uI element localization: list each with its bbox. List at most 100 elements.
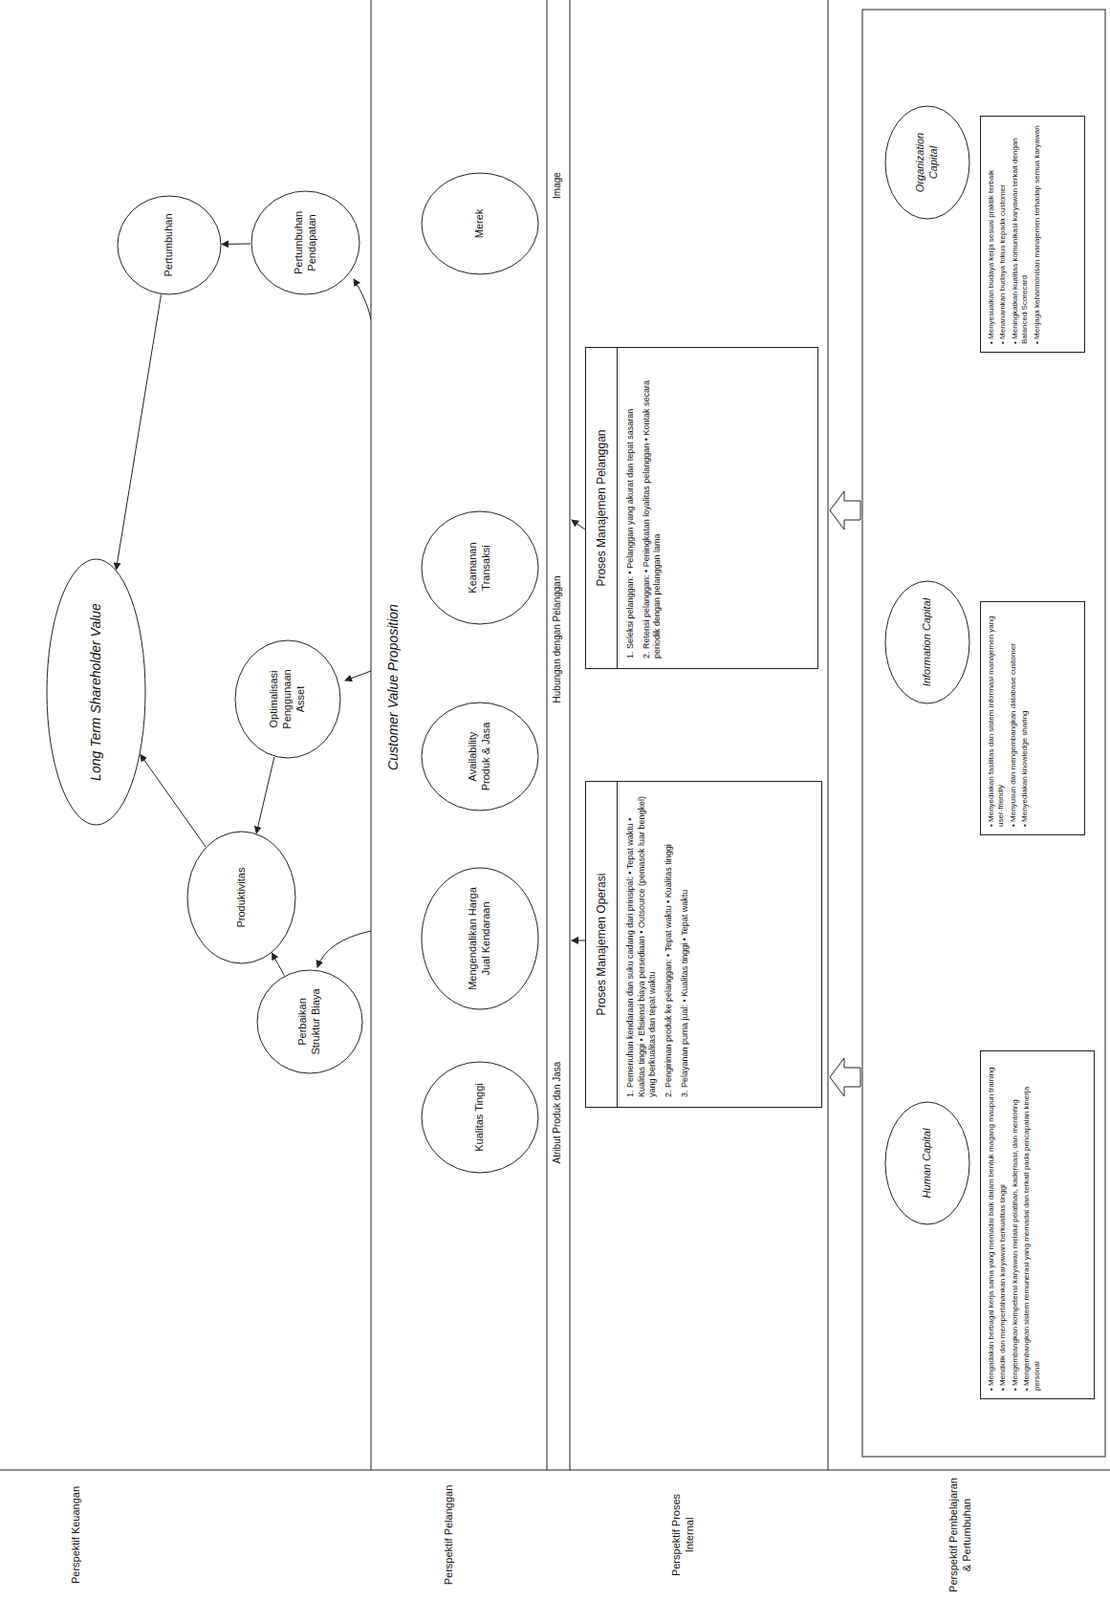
ellipse-shape <box>251 191 360 295</box>
goal-ellipse: Keamanan Transaksi <box>420 510 540 626</box>
support-arrow <box>571 520 586 530</box>
ellipse-shape <box>421 868 539 1010</box>
initiative-box: • Mengadakan berbagai kerja sama yang me… <box>979 1050 1095 1400</box>
initiative-item: • Menyediakan knowledge sharing <box>1020 609 1030 828</box>
goal-label: Keamanan Transaksi <box>466 526 494 610</box>
ellipse-shape <box>257 970 363 1074</box>
ellipse-shape <box>117 195 221 295</box>
ellipse-text: Perbaikan Struktur Biaya <box>296 983 324 1060</box>
ellipse-shape <box>421 173 539 275</box>
perspective-label: Perspektif Keuangan <box>68 1478 83 1593</box>
ellipse-shape <box>885 1102 970 1225</box>
ellipse-shape <box>235 640 341 759</box>
strategy-connector <box>116 294 162 569</box>
goal-label: Perbaikan Struktur Biaya <box>296 983 324 1060</box>
band-label: Atribut Produk dan Jasa <box>550 1026 564 1199</box>
initiative-item: • Menyesuaikan budaya kerja sesuai prakt… <box>986 124 997 345</box>
ellipse-shape <box>885 106 970 219</box>
process-item: 2. Pengiriman produk ke pelanggan: • Tep… <box>663 782 675 1108</box>
ellipse-shape <box>421 702 539 811</box>
process-item: 2. Retensi pelanggan: • Peningkatan loya… <box>641 348 664 669</box>
ellipse-shape <box>421 511 539 625</box>
ellipse-shape <box>885 581 970 704</box>
process-box: Proses Manajemen Operasi1. Pemenuhan ken… <box>585 781 823 1109</box>
goal-ellipse: Pertumbuhan <box>116 195 222 296</box>
initiative-item: • Mengadakan berbagai kerja sama yang me… <box>986 1059 997 1392</box>
strategy-connector <box>221 243 251 246</box>
goal-ellipse: Pertumbuhan Pendapatan <box>250 190 361 296</box>
goal-label: Human Capital <box>920 1118 935 1209</box>
process-item: 3. Pelayanan purna jual: • Kualitas ting… <box>679 782 692 1108</box>
goal-ellipse: Perbaikan Struktur Biaya <box>256 969 364 1075</box>
block-arrow <box>829 491 861 530</box>
goal-label: Long Term Shareholder Value <box>87 595 106 789</box>
process-heading: Proses Manajemen Pelanggan <box>586 348 618 669</box>
goal-ellipse: Kualitas Tinggi <box>420 1061 540 1175</box>
goal-ellipse: Human Capital <box>884 1101 971 1226</box>
ellipse-text: Kualitas Tinggi <box>473 1077 487 1159</box>
strategy-connector <box>140 755 206 848</box>
goal-label: Kualitas Tinggi <box>473 1077 487 1159</box>
goal-label: Availability Produk & Jasa <box>466 717 494 797</box>
process-heading: Proses Manajemen Operasi <box>586 782 618 1108</box>
initiative-item: • Mengembangkan sistem remunerasi yang m… <box>1022 1059 1043 1392</box>
goal-ellipse: Mengendalikan Harga Jual Kendaraan <box>420 867 540 1011</box>
initiative-box: • Menyediakan fasilitas dan sistem infor… <box>979 601 1086 836</box>
goal-ellipse: Optimalisasi Penggunaan Asset <box>234 639 342 760</box>
band-label: Image <box>550 152 564 219</box>
band-heading: Customer Value Proposition <box>384 539 402 836</box>
goal-label: Pertumbuhan Pendapatan <box>292 204 320 281</box>
goal-label: Merek <box>473 186 487 262</box>
ellipse-text: Mengendalikan Harga Jual Kendaraan <box>466 887 494 991</box>
initiative-box: • Menyesuaikan budaya kerja sesuai prakt… <box>979 115 1086 353</box>
ellipse-text: Availability Produk & Jasa <box>466 717 494 797</box>
band-line <box>827 0 829 1471</box>
ellipse-shape <box>46 559 146 826</box>
strategy-connector <box>272 953 285 976</box>
process-item: 1. Pemenuhan kendaraan dan suku cadang d… <box>625 782 659 1108</box>
ellipse-shape <box>187 831 296 964</box>
ellipse-text: Merek <box>473 186 487 262</box>
band-line <box>370 0 372 1471</box>
process-box: Proses Manajemen Pelanggan 1. Seleksi pel… <box>585 347 819 670</box>
goal-label: Produktivitas <box>235 849 249 947</box>
ellipse-text: Human Capital <box>920 1118 935 1209</box>
learning-frame <box>862 9 1106 1458</box>
support-arrow <box>571 940 586 942</box>
initiative-item: • Menyusun dan mengembangkan database cu… <box>1008 609 1019 828</box>
ellipse-shape <box>421 1062 539 1174</box>
ellipse-text: Long Term Shareholder Value <box>87 595 106 789</box>
block-arrow <box>829 1058 861 1097</box>
goal-label: Mengendalikan Harga Jual Kendaraan <box>466 887 494 991</box>
band-label: Hubungan dengan Pelanggan <box>550 553 564 726</box>
initiative-item: • Mengembangkan kompetensi karyawan mela… <box>1010 1059 1021 1392</box>
ellipse-text: Produktivitas <box>235 849 249 947</box>
initiative-item: • Mendidik dan mempertahankan karyawan b… <box>998 1059 1008 1392</box>
support-arrow <box>345 671 371 681</box>
initiative-item: • Menyediakan fasilitas dan sistem infor… <box>986 609 1007 828</box>
ellipse-text: Pertumbuhan <box>162 209 176 283</box>
ellipse-text: Information Capital <box>920 597 935 688</box>
goal-ellipse: Availability Produk & Jasa <box>420 701 540 812</box>
strategy-connector <box>256 757 275 834</box>
goal-label: Organization Capital <box>914 121 941 204</box>
ellipse-text: Pertumbuhan Pendapatan <box>292 204 320 281</box>
band-line <box>546 0 548 1471</box>
initiative-item: • Meningkatkan kualitas komunikasi karya… <box>1010 124 1031 345</box>
goal-ellipse: Information Capital <box>884 580 971 705</box>
goal-label: Information Capital <box>920 597 935 688</box>
initiative-item: • Menanamkan budaya fokus kepada custome… <box>998 124 1008 345</box>
initiative-item: • Menjaga keharmonisan manajemen terhada… <box>1032 124 1043 345</box>
perspective-label: Perspektif Pembelajaran & Pertumbuhan <box>946 1478 975 1593</box>
band-line <box>569 0 571 1471</box>
label-column-line <box>0 1470 1110 1472</box>
goal-ellipse: Organization Capital <box>884 105 971 220</box>
support-arrow <box>317 931 371 968</box>
ellipse-text: Keamanan Transaksi <box>466 526 494 610</box>
goal-label: Pertumbuhan <box>162 209 176 283</box>
goal-ellipse: Produktivitas <box>186 830 297 965</box>
process-item: 1. Seleksi pelanggan: • Pelanggan yang a… <box>625 348 637 669</box>
